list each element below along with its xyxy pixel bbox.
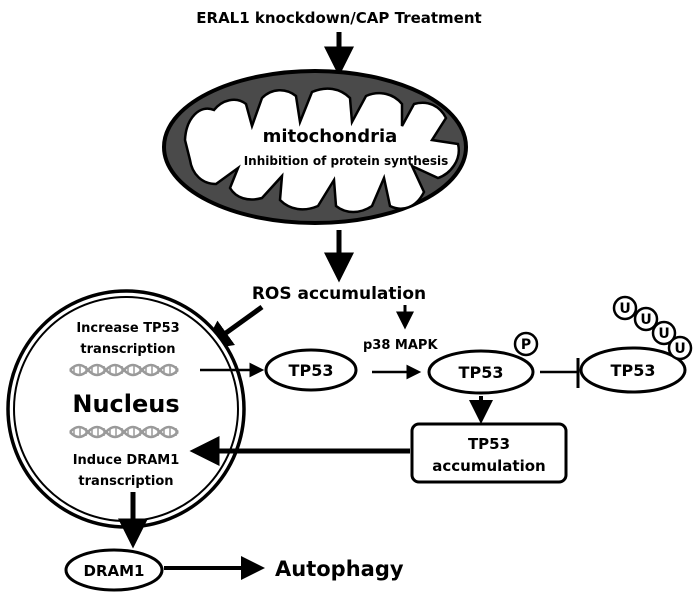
tp53-node-2: TP53 P bbox=[427, 331, 539, 395]
mitochondrion: mitochondria Inhibition of protein synth… bbox=[162, 69, 468, 225]
tp53-label-3: TP53 bbox=[611, 361, 656, 380]
mito-inner-membrane bbox=[183, 87, 461, 214]
induce-dram1-line1: Induce DRAM1 bbox=[73, 453, 180, 468]
ubiquitin-1 bbox=[612, 295, 638, 321]
increase-tp53-line1: Increase TP53 bbox=[76, 321, 179, 336]
tp53-node-1: TP53 bbox=[264, 348, 358, 392]
tp53-label-2: TP53 bbox=[459, 363, 504, 382]
phosphate-label: P bbox=[521, 337, 531, 353]
mito-subtitle: Inhibition of protein synthesis bbox=[244, 154, 449, 168]
accumulation-line1: TP53 bbox=[468, 435, 510, 453]
dna-helix-top bbox=[69, 363, 179, 377]
tp53-label-1: TP53 bbox=[289, 361, 334, 380]
ubiquitin-chain: U U U U bbox=[612, 295, 693, 361]
induce-dram1-line2: transcription bbox=[78, 474, 173, 489]
ros-label: ROS accumulation bbox=[252, 284, 426, 304]
ubiquitin-2 bbox=[633, 306, 659, 332]
accumulation-line2: accumulation bbox=[432, 457, 545, 475]
mito-title: mitochondria bbox=[263, 126, 398, 147]
dna-helix-bottom bbox=[69, 425, 179, 439]
dram1-label: DRAM1 bbox=[84, 562, 145, 580]
tp53-node-3: TP53 bbox=[579, 346, 687, 394]
trigger-label: ERAL1 knockdown/CAP Treatment bbox=[196, 9, 481, 27]
increase-tp53-line2: transcription bbox=[80, 342, 175, 357]
phosphate-marker bbox=[513, 331, 539, 357]
ubiquitin-label-1: U bbox=[619, 301, 630, 317]
nucleus-title: Nucleus bbox=[72, 390, 179, 418]
autophagy-label: Autophagy bbox=[275, 557, 404, 581]
ubiquitin-3 bbox=[651, 320, 677, 346]
nucleus: Increase TP53 transcription Nucleus Indu… bbox=[6, 289, 246, 529]
dram1-node: DRAM1 bbox=[64, 548, 164, 592]
ubiquitin-label-2: U bbox=[640, 312, 651, 328]
ubiquitin-label-4: U bbox=[674, 341, 685, 357]
ubiquitin-label-3: U bbox=[658, 326, 669, 342]
tp53-accumulation-box: TP53 accumulation bbox=[410, 422, 568, 484]
p38-mapk-label: p38 MAPK bbox=[363, 338, 438, 353]
ubiquitin-4 bbox=[667, 335, 693, 361]
